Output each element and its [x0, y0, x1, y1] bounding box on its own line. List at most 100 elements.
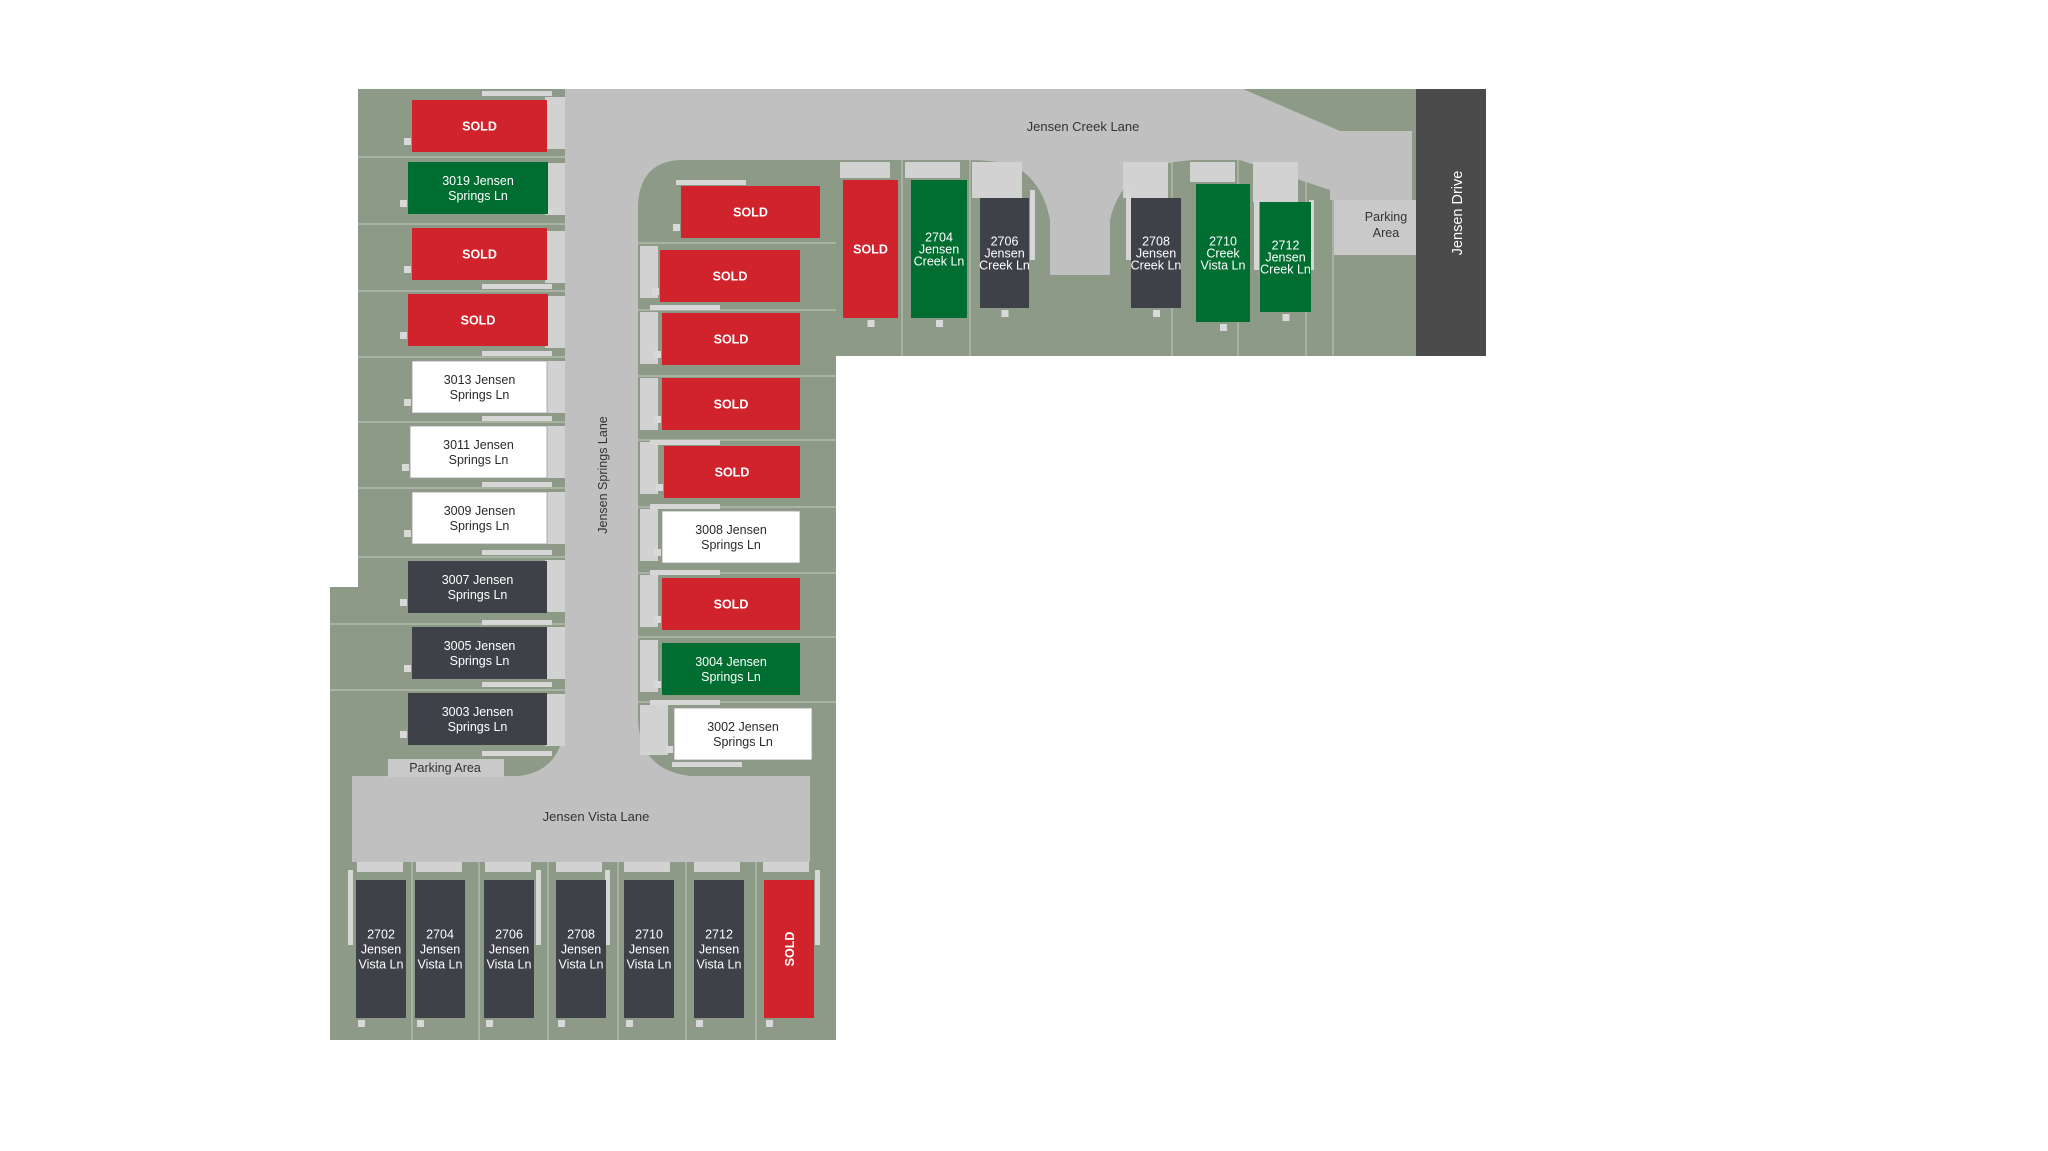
vista-row-lot-2-label-line-1: 2704 — [426, 928, 454, 942]
east-column-lot-8-label-line-2: Springs Ln — [701, 670, 761, 684]
creek-row-lot-2-label-line-1: 2704 — [925, 231, 953, 245]
utility-box — [358, 1020, 365, 1027]
fence-strips — [348, 91, 1314, 945]
utility-box — [654, 549, 661, 556]
utility-box — [656, 484, 663, 491]
left-parking-area — [388, 759, 504, 777]
creek-row-lot-2-label-line-2: Jensen — [919, 243, 959, 257]
creek-row-lot-1-label-line-1: SOLD — [853, 243, 888, 257]
creek-row-lot-4[interactable] — [1131, 198, 1181, 308]
fence — [676, 180, 746, 185]
creek-row-lot-5[interactable] — [1196, 184, 1250, 322]
right-parking-area — [1334, 200, 1416, 255]
fence — [650, 440, 720, 445]
vista-row-lot-1[interactable] — [356, 880, 406, 1018]
street-label-jensen-springs-lane: Jensen Springs Lane — [596, 416, 610, 533]
creek-row-lot-3-label-line-2: Jensen — [984, 247, 1024, 261]
fence — [482, 351, 552, 356]
vista-row-lot-7[interactable] — [764, 880, 814, 1018]
creek-row-lot-6-label-line-3: Creek Ln — [1260, 263, 1311, 277]
utility-box — [404, 530, 411, 537]
vista-row-lot-3[interactable] — [484, 880, 534, 1018]
vista-row-lot-4-label-line-1: 2708 — [567, 928, 595, 942]
west-column-lot-10[interactable] — [408, 693, 547, 745]
fence — [650, 570, 720, 575]
fence — [605, 870, 610, 945]
utility-box — [1282, 314, 1290, 321]
east-column-lot-5-label-line-1: SOLD — [715, 466, 750, 480]
west-column-lot-9[interactable] — [412, 627, 547, 679]
west-column-lot-2[interactable] — [408, 162, 548, 214]
utility-box — [766, 1020, 773, 1027]
vista-row-lot-4-label-line-2: Jensen — [561, 943, 601, 957]
creek-row-lot-2-label-line-3: Creek Ln — [914, 255, 965, 269]
fence — [348, 870, 353, 945]
east-column-lot-6-label-line-2: Springs Ln — [701, 538, 761, 552]
west-column-lot-6[interactable] — [409, 425, 548, 479]
east-column-lot-3[interactable] — [662, 313, 800, 365]
east-column-lot-2-label-line-1: SOLD — [713, 270, 748, 284]
driveways — [357, 97, 1298, 872]
utility-box — [654, 351, 661, 358]
creek-row-lot-6-label-line-2: Jensen — [1265, 251, 1305, 265]
vista-row-lot-2-label-line-3: Vista Ln — [418, 958, 463, 972]
east-column-lot-8[interactable] — [662, 643, 800, 695]
west-column-lot-3[interactable] — [412, 228, 547, 280]
creek-row-lot-5-label-line-1: 2710 — [1209, 235, 1237, 249]
fence — [650, 700, 720, 705]
east-column-lot-2[interactable] — [660, 250, 800, 302]
west-column-lot-3-label-line-1: SOLD — [462, 248, 497, 262]
east-column-lot-6[interactable] — [661, 510, 801, 564]
utility-box — [654, 616, 661, 623]
utility-box — [654, 416, 661, 423]
vista-row-lot-1-label-line-3: Vista Ln — [359, 958, 404, 972]
west-column-lot-9-label-line-1: 3005 Jensen — [444, 639, 516, 653]
creek-row-lot-3[interactable] — [980, 198, 1029, 308]
creek-row-lot-2[interactable] — [911, 180, 967, 318]
west-column-lot-5-label-line-1: 3013 Jensen — [444, 373, 516, 387]
vista-row-lot-5-label-line-3: Vista Ln — [627, 958, 672, 972]
vista-row-lot-2-label-line-2: Jensen — [420, 943, 460, 957]
east-column-lot-5[interactable] — [664, 446, 800, 498]
vista-row-lot-5[interactable] — [624, 880, 674, 1018]
east-column-lot-8-label-line-1: 3004 Jensen — [695, 655, 767, 669]
west-column-lot-1[interactable] — [412, 100, 547, 152]
east-column-lot-7[interactable] — [662, 578, 800, 630]
fence — [672, 762, 742, 767]
street-label-jensen-creek-lane: Jensen Creek Lane — [1027, 119, 1140, 134]
jensen-drive-road — [1416, 89, 1486, 356]
vista-row-lot-3-label-line-2: Jensen — [489, 943, 529, 957]
west-column-lot-2-label-line-1: 3019 Jensen — [442, 174, 514, 188]
west-column-lot-5[interactable] — [411, 360, 548, 414]
vista-row-lot-6-label-line-2: Jensen — [699, 943, 739, 957]
vista-row-lot-4[interactable] — [556, 880, 606, 1018]
east-column-lot-9[interactable] — [673, 707, 813, 761]
utility-box — [404, 138, 411, 145]
east-column-lot-4[interactable] — [662, 378, 800, 430]
fence — [482, 682, 552, 687]
west-column-lot-4[interactable] — [408, 294, 548, 346]
creek-row-lot-1[interactable] — [843, 180, 898, 318]
vista-row-lot-6[interactable] — [694, 880, 744, 1018]
utility-box — [400, 332, 407, 339]
east-column-lot-1-label-line-1: SOLD — [733, 206, 768, 220]
west-column-lot-7[interactable] — [411, 491, 548, 545]
creek-row-lot-6[interactable] — [1260, 202, 1311, 312]
east-column-lot-7-label-line-1: SOLD — [714, 598, 749, 612]
vista-row-lot-2[interactable] — [415, 880, 465, 1018]
west-column-lot-8[interactable] — [408, 561, 547, 613]
roads — [352, 89, 1416, 862]
fence — [482, 620, 552, 625]
east-column-lot-1[interactable] — [681, 186, 820, 238]
fence — [815, 870, 820, 945]
vista-row-lot-6-label-line-3: Vista Ln — [697, 958, 742, 972]
fence — [650, 305, 720, 310]
utility-box — [400, 200, 407, 207]
fence — [482, 482, 552, 487]
utility-box — [417, 1020, 424, 1027]
east-column-lot-9-label-line-2: Springs Ln — [713, 735, 773, 749]
vista-row-lot-3-label-line-3: Vista Ln — [487, 958, 532, 972]
utility-box — [1153, 310, 1160, 317]
